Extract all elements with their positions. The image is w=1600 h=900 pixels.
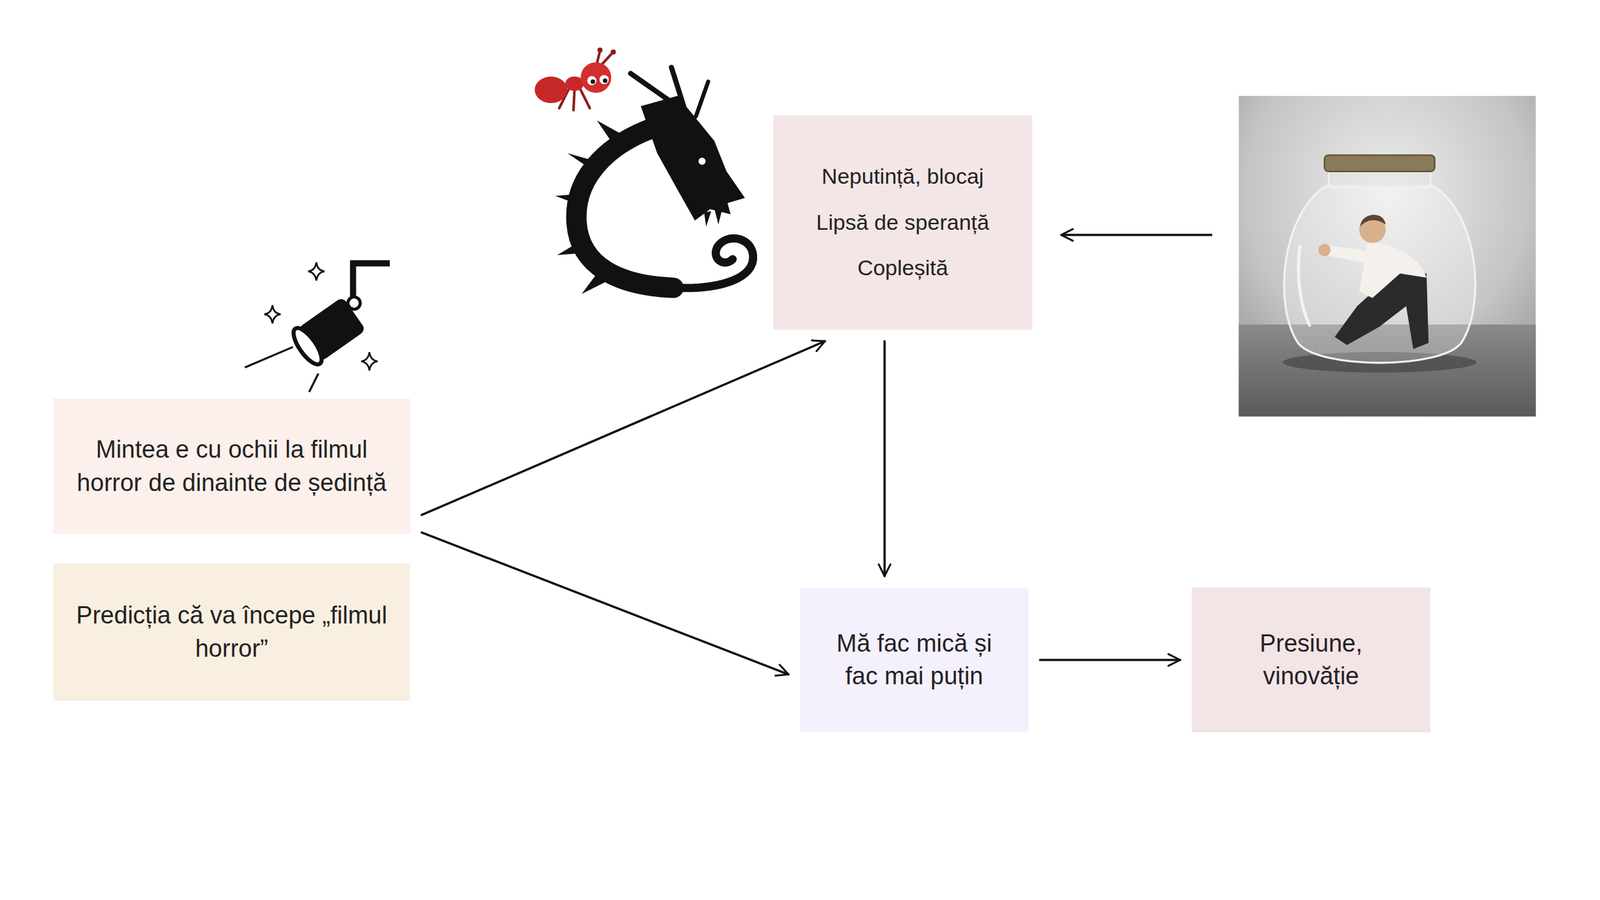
arrow-connector <box>1040 658 1181 662</box>
arrow-connector <box>421 341 825 515</box>
spotlight-bracket <box>353 263 390 300</box>
jar-lid <box>1324 154 1435 172</box>
behaviour-box: Mă fac mică și fac mai puțin <box>800 587 1029 733</box>
node-text: Neputință, blocaj <box>821 161 984 192</box>
dragon-spines <box>554 120 624 294</box>
man-hand <box>1318 243 1331 256</box>
spotlight-pivot <box>348 296 361 310</box>
arrow-connector <box>883 341 886 576</box>
photo-arrow <box>1061 233 1213 237</box>
dragon-eye <box>698 157 706 165</box>
node-text: Mă fac mică și fac mai puțin <box>819 627 1010 694</box>
ant-eye <box>587 76 597 86</box>
node-text: Lipsă de speranță <box>816 208 989 238</box>
jar-highlight <box>1298 245 1311 328</box>
dragon-icon <box>554 67 753 294</box>
ant-antenna-tip <box>597 47 603 53</box>
node-text: Predicția că va începe „filmul horror” <box>72 599 392 665</box>
sparkle <box>360 352 378 371</box>
jar-photo <box>1239 96 1536 417</box>
thought-box: Mintea e cu ochii la filmul horror de di… <box>53 398 411 534</box>
feeling-box: Neputință, blocajLipsă de speranțăCopleș… <box>773 115 1033 330</box>
ant-abdomen <box>534 76 568 104</box>
ant-antenna-tip <box>610 49 616 55</box>
man-shirt <box>1359 242 1427 298</box>
node-text: Copleșită <box>857 253 949 283</box>
light-ray <box>309 373 319 393</box>
dragon-head <box>640 96 745 221</box>
light-ray <box>245 346 294 368</box>
ant-legs <box>559 51 613 111</box>
spotlight-icon <box>245 262 390 392</box>
spotlight-lens <box>288 323 327 368</box>
ant-pupil <box>602 78 608 83</box>
ant-head <box>580 62 612 93</box>
dragon-horn <box>695 81 708 117</box>
dragon-tail <box>673 238 754 288</box>
ant-pupil <box>590 79 596 84</box>
man-hair <box>1360 215 1386 227</box>
ant-icon <box>534 47 616 111</box>
photo-background <box>1239 96 1536 417</box>
dragon-teeth <box>704 208 723 227</box>
arrow-connector <box>421 532 789 675</box>
man-arm <box>1325 245 1370 264</box>
dragon-horn <box>671 67 684 107</box>
prediction-box: Predicția că va începe „filmul horror” <box>53 563 411 701</box>
node-text: Presiune, vinovăție <box>1210 627 1412 694</box>
consequence-box: Presiune, vinovăție <box>1191 587 1431 733</box>
sparkle <box>264 305 281 324</box>
ant-eye <box>599 74 609 84</box>
dragon-horn <box>630 73 672 103</box>
sparkle <box>308 262 326 281</box>
node-text: Mintea e cu ochii la filmul horror de di… <box>72 433 392 500</box>
jar-glass <box>1283 185 1476 363</box>
